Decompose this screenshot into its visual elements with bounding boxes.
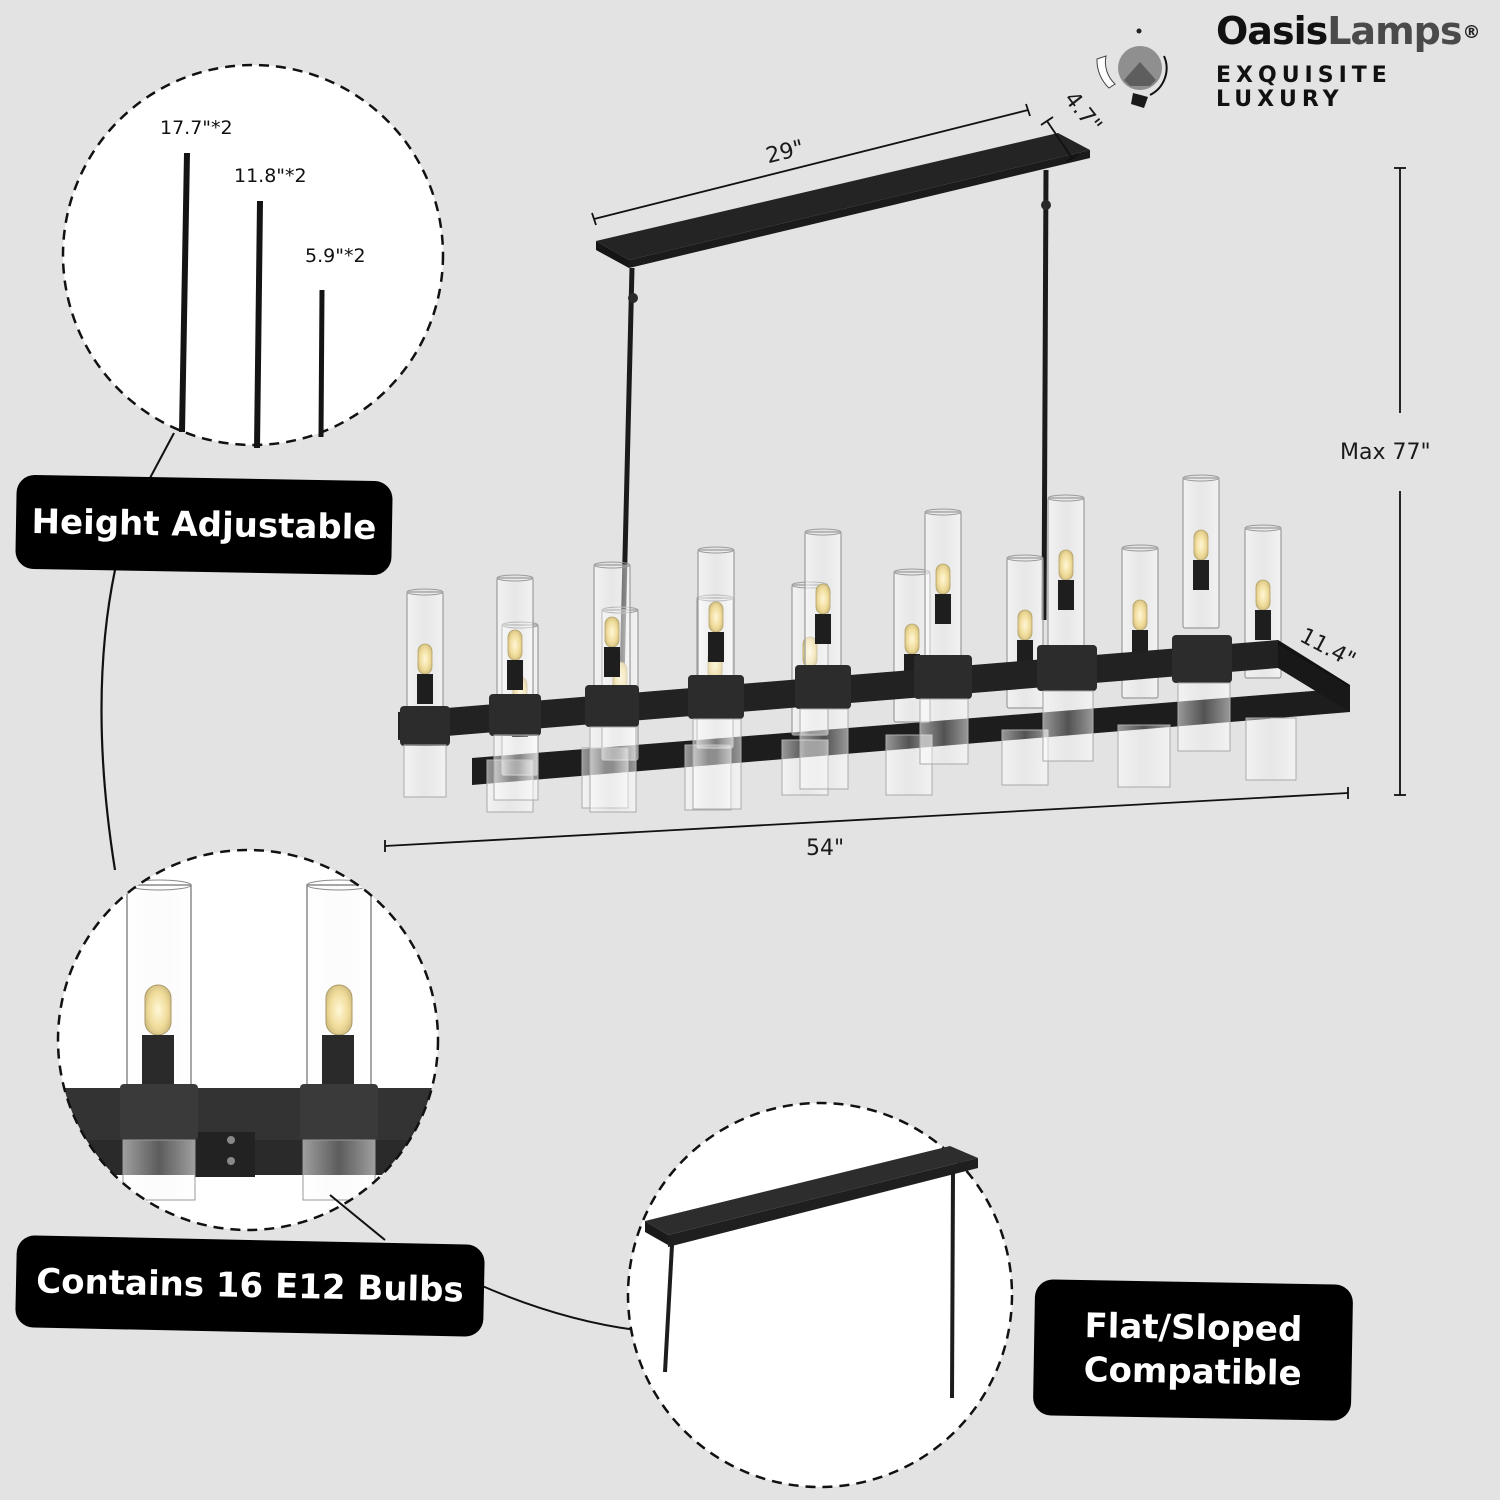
chandelier <box>398 133 1350 813</box>
ceiling-line-1: Flat/Sloped <box>1084 1306 1303 1350</box>
bulbs-badge: Contains 16 E12 Bulbs <box>15 1235 485 1337</box>
brand-tagline-2: LUXURY <box>1216 87 1344 112</box>
brand-name-oasis: Oasis <box>1216 9 1328 53</box>
connector-line <box>100 569 117 871</box>
ceiling-line-2: Compatible <box>1083 1350 1302 1394</box>
brand-logo-icon <box>1096 28 1168 108</box>
max-height-label: Max 77" <box>1340 440 1431 465</box>
bulb-detail-circle <box>56 848 440 1232</box>
height-adjustable-text: Height Adjustable <box>31 501 377 549</box>
bulbs-text: Contains 16 E12 Bulbs <box>35 1261 465 1311</box>
fixture-length-label: 54" <box>806 836 845 861</box>
rod-label-17-7: 17.7"*2 <box>160 117 233 139</box>
registered-mark: ® <box>1462 22 1481 43</box>
rods-detail-circle <box>61 63 445 449</box>
rod-11-8 <box>254 200 263 449</box>
canopy-detail-circle <box>626 1101 1014 1489</box>
dimension-lines <box>384 103 1406 852</box>
rod-5-9 <box>318 289 325 438</box>
brand-name-lamps: Lamps <box>1327 9 1462 53</box>
brand-tagline-1: EXQUISITE <box>1216 63 1392 88</box>
rod-label-5-9: 5.9"*2 <box>305 245 366 267</box>
height-adjustable-badge: Height Adjustable <box>15 474 393 576</box>
brand-name: OasisLamps® <box>1216 8 1481 54</box>
rod-17-7 <box>179 152 190 433</box>
brand-block: OasisLamps® EXQUISITE LUXURY <box>1216 8 1481 112</box>
rod-label-11-8: 11.8"*2 <box>234 165 307 187</box>
ceiling-compatible-badge: Flat/Sloped Compatible <box>1032 1279 1354 1421</box>
